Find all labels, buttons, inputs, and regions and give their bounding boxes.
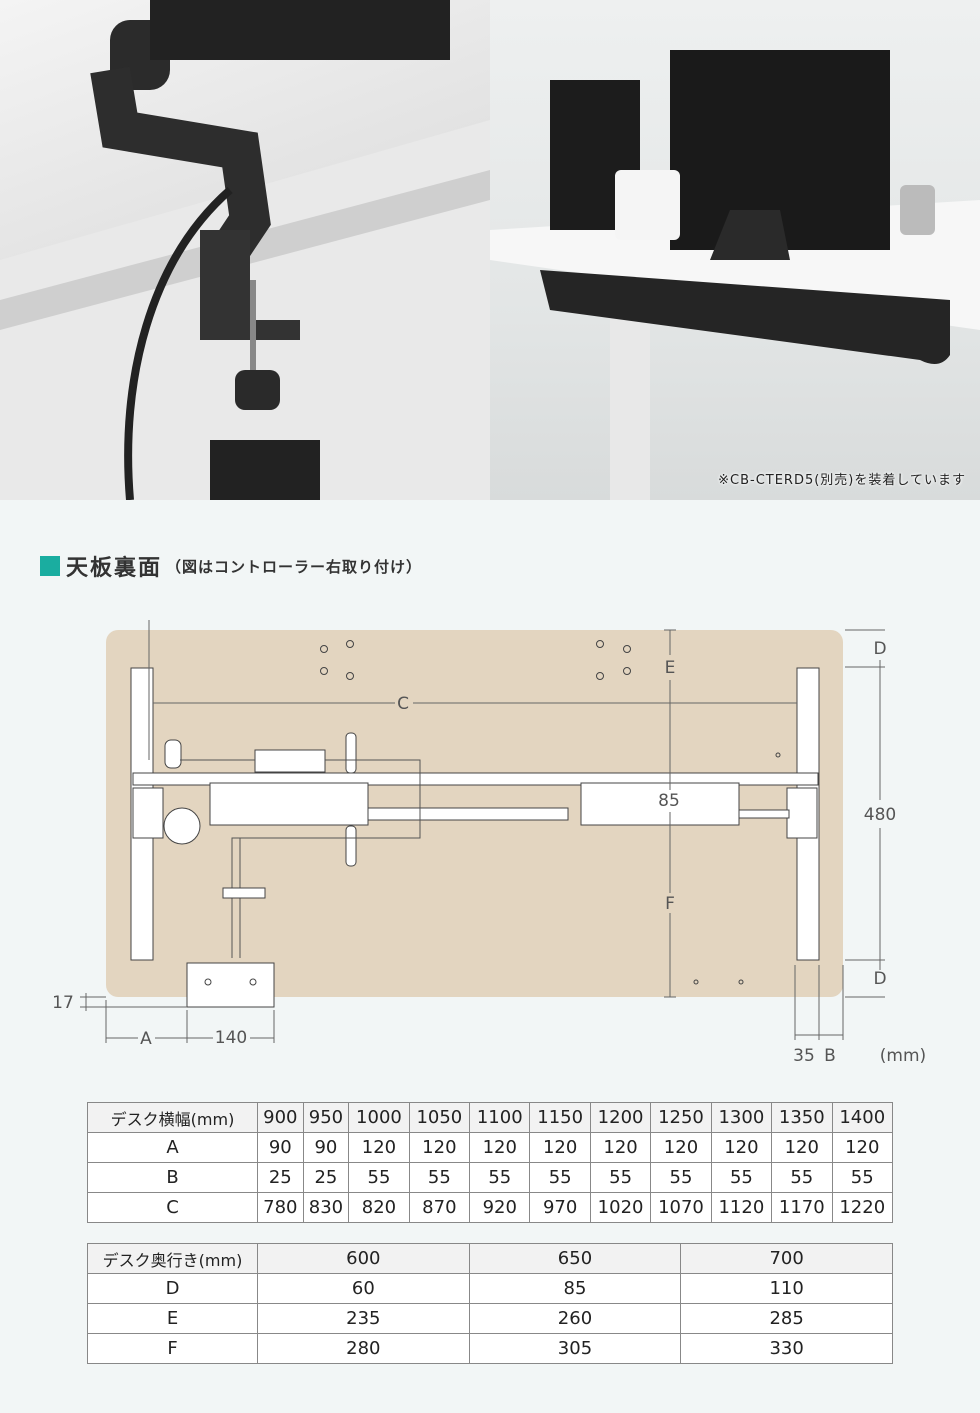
label-c: C (397, 694, 409, 714)
table-cell: 55 (469, 1162, 531, 1193)
table-cell: 1220 (831, 1192, 893, 1223)
table-cell: 820 (348, 1192, 410, 1223)
table-cell: 120 (348, 1132, 410, 1163)
table-cell: 55 (771, 1162, 833, 1193)
table-cell: 25 (257, 1162, 304, 1193)
column-header: 1300 (710, 1102, 773, 1133)
table-cell: 55 (589, 1162, 652, 1193)
table-cell: 920 (469, 1192, 531, 1223)
label-140: 140 (215, 1028, 247, 1048)
column-header: 1100 (469, 1102, 531, 1133)
monitor-arm-photo (0, 0, 490, 500)
label-d-bottom: D (873, 969, 886, 989)
row-label: C (87, 1192, 258, 1223)
desk-cable-tray-photo: ※CB-CTERD5(別売)を装着しています (490, 0, 980, 500)
table-cell: 1170 (771, 1192, 833, 1223)
column-header: 950 (302, 1102, 350, 1133)
table-cell: 55 (348, 1162, 410, 1193)
column-header: 600 (257, 1243, 470, 1274)
table-cell: 1070 (650, 1192, 712, 1223)
row-label: F (87, 1333, 258, 1364)
label-unit: (mm) (880, 1046, 926, 1066)
row-label: A (87, 1132, 258, 1163)
column-header: 1200 (589, 1102, 652, 1133)
desk-underside-diagram: C E 85 F D 480 D 17 A 140 35 B (mm) (52, 620, 926, 1066)
photo-caption: ※CB-CTERD5(別売)を装着しています (718, 473, 966, 488)
header-cell: デスク横幅(mm) (87, 1102, 258, 1133)
column-header: 1400 (831, 1102, 893, 1133)
table-cell: 120 (710, 1132, 773, 1163)
column-header: 900 (257, 1102, 304, 1133)
table-cell: 120 (831, 1132, 893, 1163)
row-label: D (87, 1273, 258, 1304)
table-cell: 305 (468, 1333, 682, 1364)
row-label: E (87, 1303, 258, 1334)
table-cell: 120 (408, 1132, 471, 1163)
table-cell: 55 (710, 1162, 773, 1193)
label-b: B (824, 1046, 836, 1066)
column-header: 700 (680, 1243, 893, 1274)
column-header: 1150 (529, 1102, 591, 1133)
table-cell: 260 (468, 1303, 682, 1334)
table-cell: 110 (680, 1273, 893, 1304)
table-cell: 55 (831, 1162, 893, 1193)
table-cell: 120 (771, 1132, 833, 1163)
table-cell: 90 (302, 1132, 350, 1163)
table-cell: 870 (408, 1192, 471, 1223)
label-f: F (665, 894, 675, 914)
column-header: 1050 (408, 1102, 471, 1133)
table-cell: 285 (680, 1303, 893, 1334)
table-cell: 55 (650, 1162, 712, 1193)
row-label: B (87, 1162, 258, 1193)
table-cell: 120 (589, 1132, 652, 1163)
table-cell: 1120 (710, 1192, 773, 1223)
label-d-top: D (873, 639, 886, 659)
desk-setup-photo-icon (490, 50, 980, 500)
column-header: 1250 (650, 1102, 712, 1133)
monitor-arm-clamp-photo-icon (0, 0, 490, 500)
table-cell: 235 (257, 1303, 470, 1334)
label-e: E (665, 658, 676, 678)
table-cell: 55 (408, 1162, 471, 1193)
header-cell: デスク奥行き(mm) (87, 1243, 258, 1274)
table-cell: 970 (529, 1192, 591, 1223)
label-17: 17 (52, 993, 74, 1013)
table-cell: 330 (680, 1333, 893, 1364)
table-cell: 60 (257, 1273, 470, 1304)
table-cell: 1020 (589, 1192, 652, 1223)
heading-accent-square (40, 556, 60, 576)
table-cell: 85 (468, 1273, 682, 1304)
section-title: 天板裏面 (66, 556, 163, 581)
table-cell: 120 (529, 1132, 591, 1163)
table-cell: 120 (469, 1132, 531, 1163)
table-cell: 25 (302, 1162, 350, 1193)
column-header: 1350 (771, 1102, 833, 1133)
label-a: A (140, 1029, 152, 1049)
table-cell: 830 (302, 1192, 350, 1223)
column-header: 650 (468, 1243, 682, 1274)
table-cell: 280 (257, 1333, 470, 1364)
label-85: 85 (658, 791, 680, 811)
label-35: 35 (793, 1046, 815, 1066)
section-heading: 天板裏面 （図はコントローラー右取り付け） (40, 550, 422, 582)
table-cell: 120 (650, 1132, 712, 1163)
label-480: 480 (864, 805, 896, 825)
section-subtitle: （図はコントローラー右取り付け） (166, 557, 423, 576)
column-header: 1000 (348, 1102, 410, 1133)
table-cell: 780 (257, 1192, 304, 1223)
table-cell: 90 (257, 1132, 304, 1163)
table-cell: 55 (529, 1162, 591, 1193)
